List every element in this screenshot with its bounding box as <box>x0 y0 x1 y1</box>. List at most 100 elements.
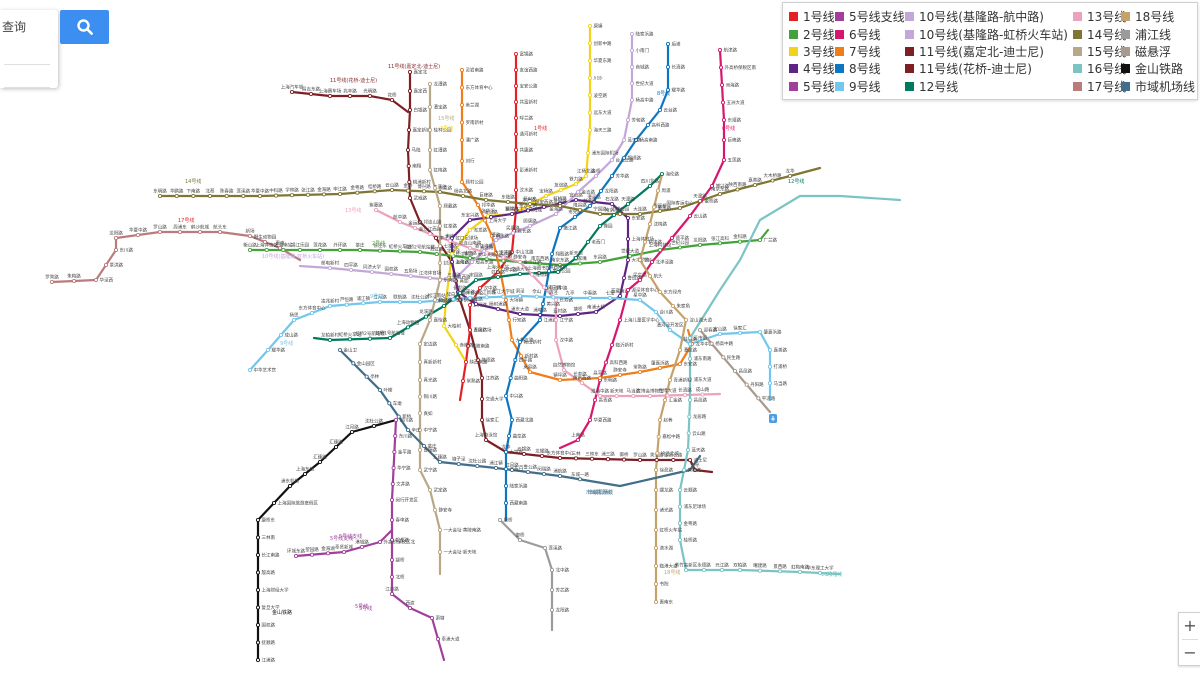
station-marker <box>732 368 738 374</box>
legend-item-line-15[interactable]: 15号线 <box>1073 43 1126 60</box>
station-label: 殷高西路 <box>453 274 471 281</box>
legend-item-line-7[interactable]: 7号线 <box>835 43 905 60</box>
station-label: 五洲大道 <box>727 99 745 106</box>
station-label: 洞泾 <box>516 288 525 295</box>
station-label: 漕盈路 <box>684 347 698 354</box>
legend-item-line-5-branch[interactable]: 5号线支线 <box>835 8 905 25</box>
station-marker <box>513 167 519 173</box>
station-marker <box>197 229 203 235</box>
station-marker <box>305 192 311 197</box>
station-marker <box>503 500 509 506</box>
station-label: 望园路 <box>305 546 319 553</box>
station-label: 鲁班路 <box>628 275 642 282</box>
legend-item-maglev[interactable]: 磁悬浮 <box>1121 43 1195 60</box>
station-marker <box>321 192 327 197</box>
search-panel <box>0 10 58 88</box>
legend-item-line-4[interactable]: 4号线 <box>789 60 835 77</box>
station-marker <box>217 229 223 235</box>
legend-item-line-17[interactable]: 17号线 <box>1073 78 1126 95</box>
station-label: 高青路 <box>599 397 613 404</box>
station-label: 御桥 <box>516 532 525 539</box>
station-label: 中兴路 <box>510 393 524 400</box>
station-marker <box>701 567 707 573</box>
legend-item-line-10-hangzhong[interactable]: 10号线(基隆路-航中路) <box>905 8 1068 25</box>
station-label: 江浦公园 <box>611 206 629 213</box>
station-label: 临沂新村 <box>616 342 634 349</box>
legend-item-line-16[interactable]: 16号线 <box>1073 60 1126 77</box>
legend-label: 14号线 <box>1087 27 1127 42</box>
station-label: 北桥 <box>396 574 405 581</box>
station-label: 汉中路 <box>560 337 574 344</box>
legend-item-line-9[interactable]: 9号线 <box>835 78 905 95</box>
station-marker <box>113 247 119 253</box>
legend-item-line-1[interactable]: 1号线 <box>789 8 835 25</box>
station-marker <box>767 381 773 386</box>
legend-swatch <box>1073 81 1082 91</box>
station-label: 衡山路 <box>243 242 257 249</box>
station-marker <box>598 188 604 194</box>
station-marker <box>558 187 564 193</box>
station-marker <box>687 397 693 403</box>
station-label: 江浦路 <box>262 657 276 664</box>
legend-item-line-13[interactable]: 13号线 <box>1073 8 1126 25</box>
station-marker <box>579 380 585 386</box>
station-label: 高科西路 <box>652 122 670 129</box>
legend-item-line-3[interactable]: 3号线 <box>789 43 835 60</box>
station-marker <box>692 467 698 473</box>
station-label: 金沙江路 <box>524 259 542 266</box>
station-label: 淮海中路 <box>591 388 609 395</box>
legend-item-line-18[interactable]: 18号线 <box>1121 8 1195 25</box>
legend-column: 10号线(基隆路-航中路) 10号线(基隆路-虹桥火车站) 11号线(嘉定北-迪… <box>905 8 1068 95</box>
station-marker <box>665 393 670 398</box>
zoom-out-button[interactable]: − <box>1183 643 1197 662</box>
legend-item-airport-link[interactable]: 市域机场线 <box>1121 78 1195 95</box>
station-marker <box>289 193 295 198</box>
station-label: 常熟路 <box>633 364 647 371</box>
station-label: 西藏北路 <box>516 417 534 424</box>
legend-item-jinshan-railway[interactable]: 金山铁路 <box>1121 60 1195 77</box>
station-label: 殷高东路 <box>476 259 494 266</box>
station-marker <box>449 251 455 257</box>
station-marker <box>605 457 611 462</box>
legend-item-line-5[interactable]: 5号线 <box>789 78 835 95</box>
station-marker <box>513 147 519 153</box>
station-label: 嘉定北 <box>414 69 428 76</box>
station-label: 世纪公园 <box>671 239 689 246</box>
search-button[interactable] <box>60 10 109 44</box>
legend-item-line-12[interactable]: 12号线 <box>905 78 1068 95</box>
legend-item-line-2[interactable]: 2号线 <box>789 25 835 42</box>
legend-item-line-6[interactable]: 6号线 <box>835 25 905 42</box>
station-label: 世纪大道 <box>621 248 639 255</box>
station-marker <box>537 312 543 318</box>
station-label: 长江南路 <box>456 251 474 258</box>
station-label: 鞍山新村 <box>524 339 542 346</box>
station-marker <box>617 317 623 323</box>
station-marker <box>505 199 511 205</box>
zoom-in-button[interactable]: + <box>1183 616 1197 635</box>
legend-item-line-11-jiading[interactable]: 11号线(嘉定北-迪士尼) <box>905 43 1068 60</box>
legend-item-line-8[interactable]: 8号线 <box>835 60 905 77</box>
station-marker <box>408 273 413 279</box>
station-marker <box>537 261 543 266</box>
station-label: 嫩江路 <box>564 225 578 232</box>
station-label: 虹漕路 <box>434 147 448 154</box>
legend-item-line-11-huaqiao[interactable]: 11号线(花桥-迪士尼) <box>905 60 1068 77</box>
zoom-control: + − <box>1178 612 1200 666</box>
station-label: 南京西路 <box>531 255 549 262</box>
station-marker <box>510 230 516 236</box>
station-marker <box>573 197 579 203</box>
station-label: 蟠龙路 <box>660 487 674 494</box>
search-input[interactable] <box>0 10 58 44</box>
station-label: 通河新村 <box>520 131 538 138</box>
station-label: 浦东机场 <box>281 478 299 485</box>
station-label: 康新公路 <box>664 452 682 459</box>
legend-item-line-10-hongqiao[interactable]: 10号线(基隆路-虹桥火车站) <box>905 25 1068 42</box>
station-label: 联航路 <box>393 294 407 301</box>
station-marker <box>495 306 501 312</box>
line-label: 8号线 <box>657 90 670 97</box>
station-marker <box>617 293 623 299</box>
legend-item-line-14[interactable]: 14号线 <box>1073 25 1126 42</box>
legend-item-pujiang-line[interactable]: 浦江线 <box>1121 25 1195 42</box>
